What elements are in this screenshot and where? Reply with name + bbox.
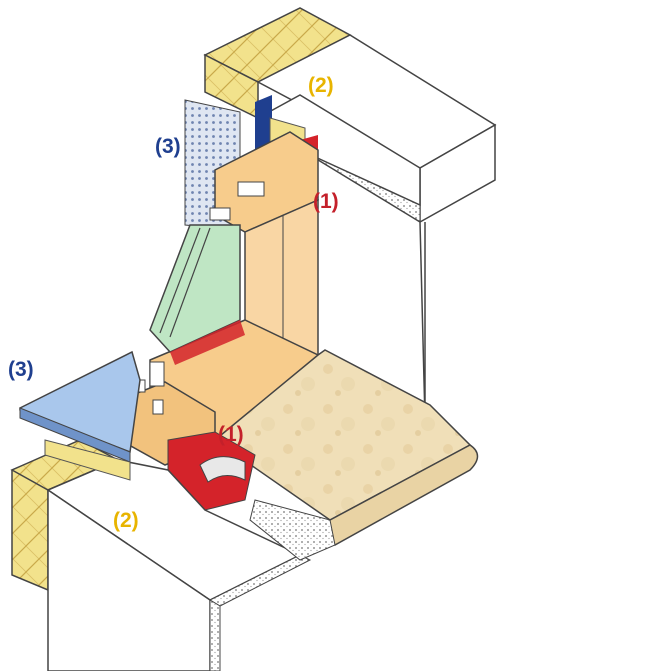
lower-render-side — [209, 599, 221, 671]
label-3-left: (3) — [8, 358, 34, 381]
glass-pane — [149, 224, 241, 353]
exterior-flashing — [19, 350, 141, 481]
frame-detail — [237, 181, 265, 197]
glazing-bead — [170, 320, 245, 365]
lower-wall — [10, 439, 336, 671]
label-1-bottom: (1) — [218, 423, 244, 446]
flashing-foam — [44, 439, 131, 481]
sill-support-render — [249, 499, 336, 561]
label-3-top: (3) — [155, 135, 181, 158]
lower-wall-front — [47, 488, 211, 671]
label-1-top: (1) — [313, 190, 339, 213]
label-2-bottom: (2) — [113, 509, 139, 532]
glazing — [149, 224, 245, 365]
label-2-top: (2) — [308, 74, 334, 97]
interior-sill — [213, 349, 479, 546]
support-bracket — [199, 456, 246, 483]
